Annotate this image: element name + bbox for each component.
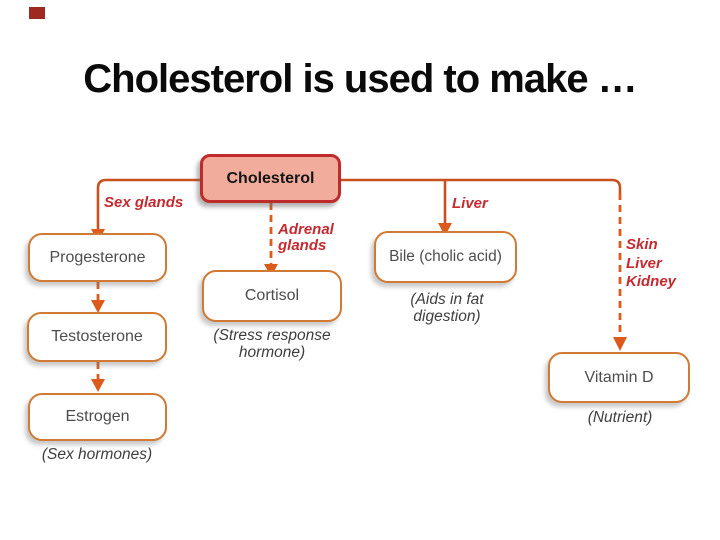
corner-marker [29, 7, 45, 19]
node-cholesterol: Cholesterol [200, 154, 341, 203]
node-bile-label: Bile (cholic acid) [389, 248, 502, 265]
arrowhead-bile [438, 223, 452, 236]
caption-fat-digestion: (Aids in fat digestion) [410, 291, 484, 325]
branch-label-sex-glands: Sex glands [104, 194, 184, 211]
connector-cholesterol-right [341, 178, 622, 193]
node-cortisol-label: Cortisol [244, 287, 300, 304]
branch-label-liver: Liver [452, 195, 488, 212]
branch-label-adrenal-glands: Adrenal glands [278, 221, 334, 254]
connector-cholesterol-to-progesterone [96, 178, 200, 230]
node-estrogen: Estrogen [28, 393, 167, 441]
caption-nutrient: (Nutrient) [587, 409, 653, 426]
node-cortisol: Cortisol [202, 270, 342, 322]
node-estrogen-label: Estrogen [65, 408, 130, 425]
caption-sex-hormones: (Sex hormones) [41, 446, 153, 463]
arrowhead-testosterone [91, 300, 105, 313]
arrowhead-estrogen [91, 379, 105, 392]
node-testosterone: Testosterone [27, 312, 167, 362]
node-cholesterol-label: Cholesterol [226, 169, 315, 187]
node-vitamin-d-label: Vitamin D [584, 368, 654, 386]
node-vitamin-d: Vitamin D [548, 352, 690, 403]
node-testosterone-label: Testosterone [51, 328, 143, 345]
node-progesterone-label: Progesterone [49, 248, 146, 266]
branch-label-skin-liver-kidney: Skin Liver Kidney [626, 236, 677, 290]
node-progesterone: Progesterone [28, 233, 167, 282]
node-bile: Bile (cholic acid) [374, 231, 517, 283]
slide-title: Cholesterol is used to make … [83, 57, 637, 101]
caption-stress-response: (Stress response hormone) [213, 327, 331, 361]
arrowhead-vitamin-d [613, 337, 627, 351]
